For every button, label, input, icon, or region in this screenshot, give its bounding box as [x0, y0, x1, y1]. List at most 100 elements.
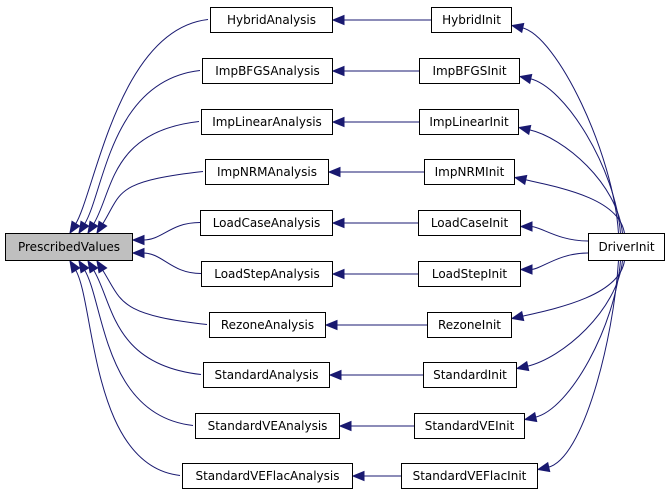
arrowhead-standard-analysis: [328, 369, 342, 381]
node-imp-nrm-analysis[interactable]: ImpNRMAnalysis: [205, 159, 329, 185]
node-load-case-analysis-label: LoadCaseAnalysis: [213, 216, 321, 230]
node-imp-bfgs-analysis-label: ImpBFGSAnalysis: [215, 64, 320, 78]
arrowhead-imp-linear-analysis: [331, 116, 345, 128]
node-rezone-init[interactable]: RezoneInit: [427, 312, 512, 338]
node-load-step-analysis[interactable]: LoadStepAnalysis: [201, 261, 333, 287]
arrowhead-standard-init: [515, 360, 530, 372]
arrowhead-standard-ve-flac-analysis: [351, 470, 365, 482]
node-standard-ve-analysis-box: [195, 413, 340, 439]
edge-imp-linear-analysis-to-prescribed-values: [92, 121, 200, 225]
edge-driver-init-to-rezone-init: [521, 260, 625, 317]
node-standard-ve-flac-analysis[interactable]: StandardVEFlacAnalysis: [182, 463, 353, 489]
node-load-case-analysis[interactable]: LoadCaseAnalysis: [200, 210, 333, 236]
edge-standard-ve-flac-analysis-to-prescribed-values: [74, 269, 181, 476]
arrowhead-load-case-init: [519, 221, 533, 232]
edge-driver-init-to-imp-linear-init: [528, 129, 623, 234]
node-standard-ve-flac-init-label: StandardVEFlacInit: [413, 469, 527, 483]
node-load-case-init-box: [418, 210, 521, 236]
arrowhead-imp-nrm-analysis: [327, 166, 341, 178]
node-load-step-init-box: [418, 261, 521, 287]
edge-driver-init-to-standard-init: [526, 260, 623, 367]
node-standard-analysis-label: StandardAnalysis: [214, 368, 318, 382]
arrowhead-prescribed-values-from-standard-analysis: [87, 259, 99, 274]
node-driver-init-label: DriverInit: [598, 240, 654, 254]
node-imp-linear-init-label: ImpLinearInit: [429, 115, 509, 129]
arrowhead-prescribed-values-from-hybrid-analysis: [69, 220, 81, 235]
edge-driver-init-to-standard-ve-init: [534, 260, 621, 418]
node-imp-bfgs-init[interactable]: ImpBFGSInit: [419, 58, 520, 84]
node-rezone-init-box: [427, 312, 512, 338]
arrowhead-imp-bfgs-analysis: [331, 65, 345, 77]
node-standard-ve-analysis[interactable]: StandardVEAnalysis: [195, 413, 340, 439]
node-imp-linear-analysis-label: ImpLinearAnalysis: [212, 115, 322, 129]
arrowhead-prescribed-values-from-load-step-analysis: [131, 247, 145, 259]
node-imp-nrm-analysis-box: [205, 159, 329, 185]
node-hybrid-analysis[interactable]: HybridAnalysis: [210, 7, 333, 33]
arrowhead-prescribed-values-from-imp-linear-analysis: [87, 220, 99, 235]
arrowhead-hybrid-analysis: [331, 14, 345, 26]
edge-rezone-analysis-to-prescribed-values: [101, 269, 208, 325]
node-standard-ve-analysis-label: StandardVEAnalysis: [208, 419, 328, 433]
node-standard-ve-init-label: StandardVEInit: [425, 419, 515, 433]
arrowhead-prescribed-values-from-standard-ve-flac-analysis: [69, 259, 81, 274]
node-driver-init[interactable]: DriverInit: [588, 233, 665, 261]
node-prescribed-values-label: PrescribedValues: [18, 240, 120, 254]
arrowhead-imp-linear-init: [517, 124, 532, 136]
arrowhead-imp-nrm-init: [513, 174, 528, 186]
arrowhead-load-case-analysis: [331, 217, 345, 229]
node-hybrid-analysis-label: HybridAnalysis: [227, 13, 316, 27]
node-rezone-init-label: RezoneInit: [438, 318, 501, 332]
arrowhead-rezone-init: [510, 310, 525, 322]
node-prescribed-values[interactable]: PrescribedValues: [5, 233, 133, 261]
node-rezone-analysis-box: [209, 312, 326, 338]
arrowhead-load-step-analysis: [331, 268, 345, 280]
node-driver-init-box: [588, 233, 665, 261]
node-imp-linear-init[interactable]: ImpLinearInit: [419, 109, 519, 135]
node-standard-ve-init-box: [414, 413, 525, 439]
node-standard-ve-flac-analysis-label: StandardVEFlacAnalysis: [195, 469, 339, 483]
node-imp-linear-analysis[interactable]: ImpLinearAnalysis: [201, 109, 333, 135]
arrowhead-standard-ve-init: [523, 411, 538, 423]
node-rezone-analysis[interactable]: RezoneAnalysis: [209, 312, 326, 338]
node-imp-nrm-init[interactable]: ImpNRMInit: [424, 159, 515, 185]
arrowhead-standard-ve-flac-init: [536, 461, 551, 473]
edges-layer: [69, 14, 625, 482]
edge-imp-bfgs-analysis-to-prescribed-values: [83, 70, 201, 225]
node-imp-linear-analysis-box: [201, 109, 333, 135]
edge-driver-init-to-imp-bfgs-init: [529, 78, 621, 234]
node-standard-init[interactable]: StandardInit: [423, 362, 517, 388]
arrowhead-prescribed-values-from-rezone-analysis: [96, 259, 108, 274]
node-standard-ve-flac-analysis-box: [182, 463, 353, 489]
edge-standard-ve-analysis-to-prescribed-values: [83, 269, 194, 426]
node-load-step-init[interactable]: LoadStepInit: [418, 261, 521, 287]
node-imp-bfgs-analysis[interactable]: ImpBFGSAnalysis: [202, 58, 333, 84]
node-imp-bfgs-init-box: [419, 58, 520, 84]
arrowhead-rezone-analysis: [324, 319, 338, 331]
edge-load-case-analysis-to-prescribed-values: [142, 222, 201, 241]
node-hybrid-init[interactable]: HybridInit: [431, 7, 512, 33]
arrowhead-prescribed-values-from-imp-nrm-analysis: [96, 220, 108, 235]
arrowhead-prescribed-values-from-imp-bfgs-analysis: [78, 220, 90, 235]
edge-standard-analysis-to-prescribed-values: [92, 269, 202, 375]
node-imp-bfgs-init-label: ImpBFGSInit: [432, 64, 506, 78]
node-prescribed-values-box: [5, 233, 133, 261]
nodes-layer: PrescribedValues HybridAnalysisImpBFGSAna…: [5, 7, 665, 489]
edge-driver-init-to-load-step-init: [530, 252, 589, 270]
node-imp-nrm-analysis-label: ImpNRMAnalysis: [217, 165, 317, 179]
node-imp-bfgs-analysis-box: [202, 58, 333, 84]
arrowhead-imp-bfgs-init: [518, 73, 533, 85]
edge-driver-init-to-imp-nrm-init: [524, 179, 625, 234]
node-standard-ve-init[interactable]: StandardVEInit: [414, 413, 525, 439]
node-load-case-init[interactable]: LoadCaseInit: [418, 210, 521, 236]
node-load-step-init-label: LoadStepInit: [432, 267, 508, 281]
node-standard-ve-flac-init-box: [401, 463, 538, 489]
node-rezone-analysis-label: RezoneAnalysis: [221, 318, 314, 332]
edge-hybrid-analysis-to-prescribed-values: [74, 19, 209, 225]
node-standard-analysis-box: [203, 362, 330, 388]
node-standard-ve-flac-init[interactable]: StandardVEFlacInit: [401, 463, 538, 489]
edge-driver-init-to-hybrid-init: [521, 27, 619, 234]
edge-driver-init-to-standard-ve-flac-init: [547, 260, 619, 468]
node-standard-analysis[interactable]: StandardAnalysis: [203, 362, 330, 388]
